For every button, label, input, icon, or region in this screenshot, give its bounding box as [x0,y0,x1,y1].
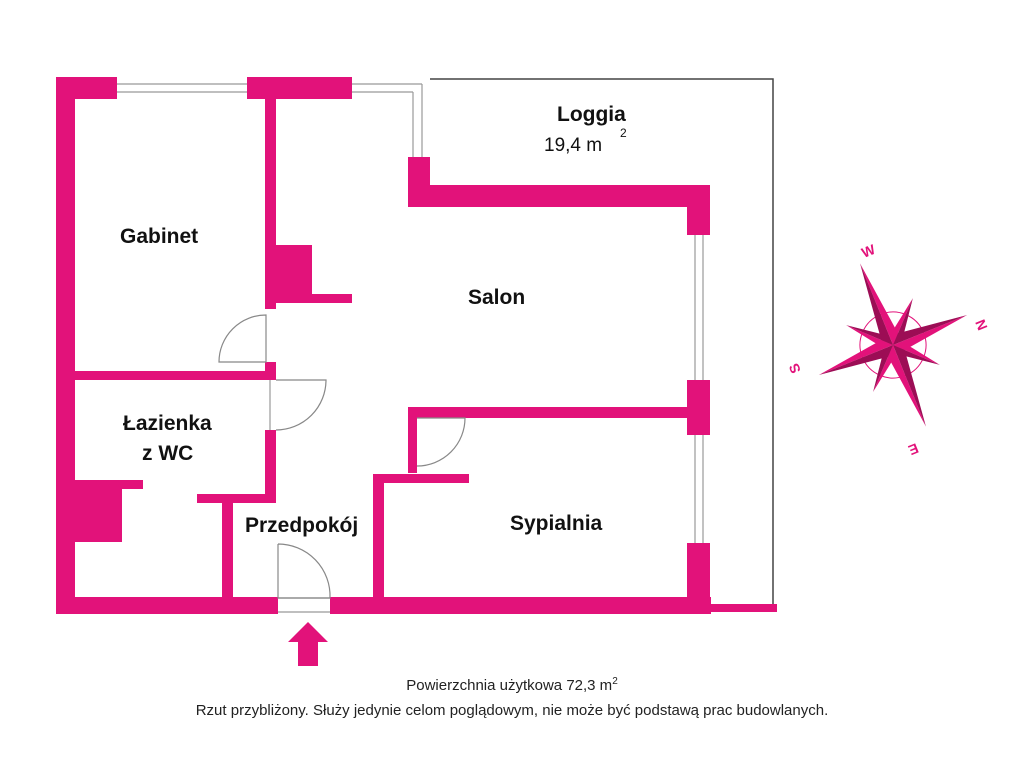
wall-column-stub [312,294,352,303]
compass-w: W [859,241,878,261]
wall-left [56,77,75,614]
room-loggia-area: 19,4 m [544,135,602,156]
room-salon-name: Salon [468,286,525,309]
wall-top-mid [247,77,352,99]
wall-loggia-top [408,185,710,207]
door-entrance [277,543,331,599]
wall-bottom-right [330,597,711,614]
door-gabinet [218,314,267,363]
wall-bed-left [373,474,384,599]
wall-gabinet-right [265,99,276,309]
wall-salon-bedroom [408,407,698,418]
wall-right-mid [687,380,710,435]
wall-gabinet-bottom [75,371,276,380]
compass-rose-icon [818,263,968,427]
disclaimer-text: Rzut przybliżony. Służy jedynie celom po… [195,702,829,719]
doors [218,314,466,599]
wall-hall-inner [222,503,233,597]
room-przedpokoj-name: Przedpokój [245,514,358,537]
wall-right-top [687,185,710,235]
compass-n: N [972,317,991,332]
wall-right-bottom [687,543,710,614]
wall-top-left [56,77,117,99]
room-gabinet-name: Gabinet [120,225,198,248]
room-sypialnia-name: Sypialnia [510,512,603,535]
wall-bed-door-jamb [408,418,417,473]
room-loggia-name: Loggia [557,103,626,126]
loggia-outline [430,78,774,605]
door-bedroom [416,417,466,467]
wall-bed-top-left [373,474,469,483]
walls [56,77,777,614]
wall-bottom-left [56,597,278,614]
entrance-arrow [288,622,328,666]
wall-bath-fixture [75,480,122,542]
compass-e: E [906,440,921,458]
wall-column [276,245,312,303]
wall-bath-bottom [197,494,276,503]
wall-loggia-base [711,604,777,612]
usable-area-caption: Powierzchnia użytkowa 72,3 m2 [0,676,1024,694]
wall-hall-left [265,430,276,503]
compass-s: S [785,361,803,376]
room-lazienka-line1: Łazienka [123,412,212,435]
door-bathroom [275,379,327,431]
room-lazienka-line2: z WC [142,442,193,465]
usable-area-text: Powierzchnia użytkowa 72,3 m [406,677,613,694]
usable-area-sup: 2 [612,676,618,687]
room-loggia-area-sup: 2 [620,126,627,140]
